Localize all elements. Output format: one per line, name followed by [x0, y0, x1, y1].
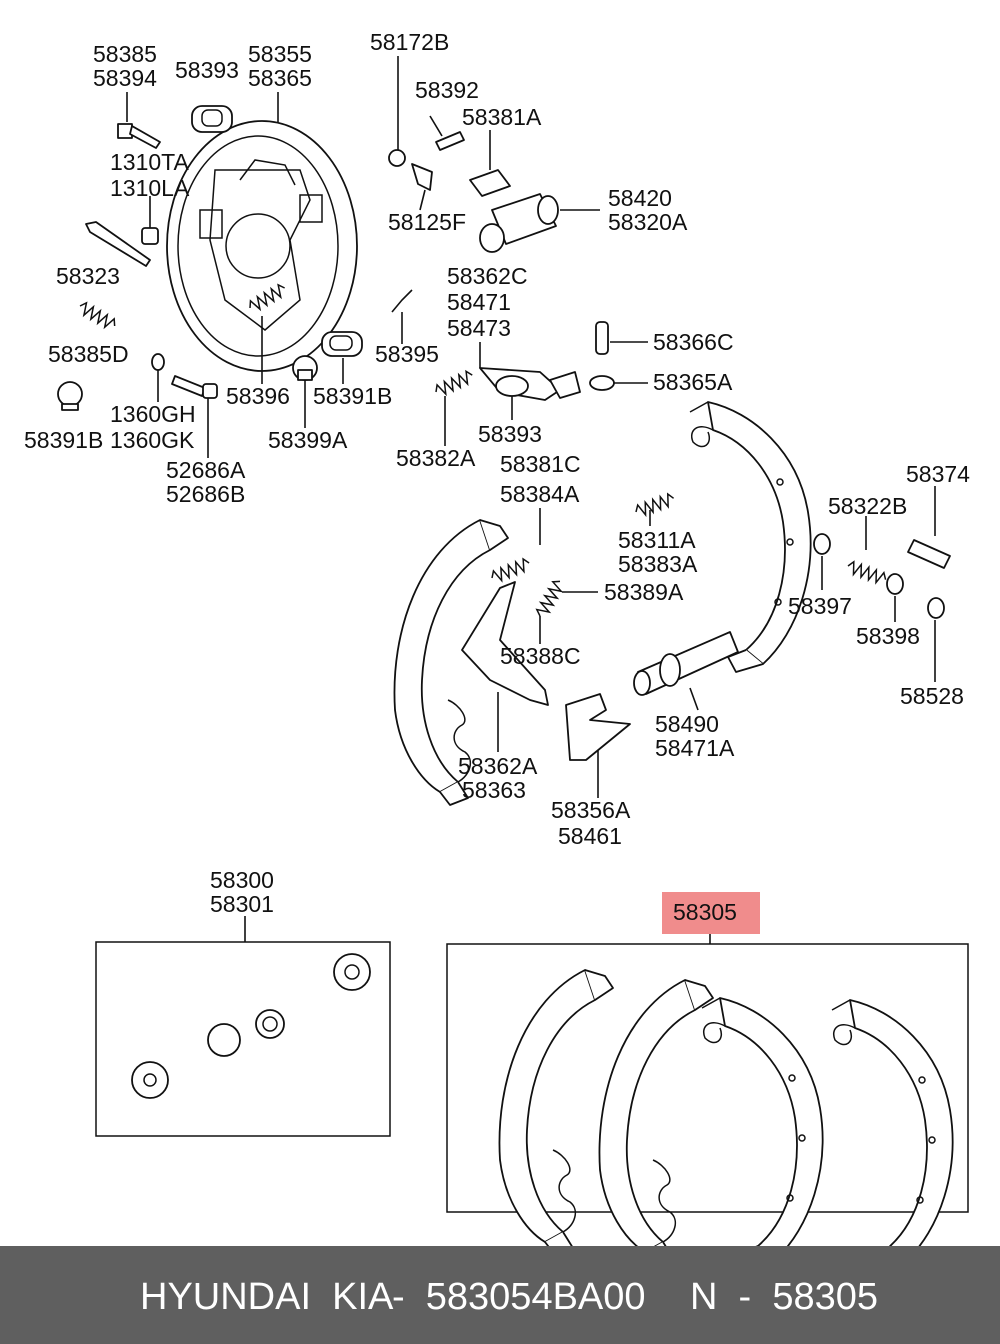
- label-58391b-right: 58391B: [313, 383, 392, 409]
- spring-58322b: [845, 559, 889, 587]
- plate-58356a: [565, 693, 631, 761]
- label-58383a: 58383A: [618, 551, 698, 577]
- bleeder-58125f: [411, 163, 433, 191]
- spring-58389a: [534, 577, 566, 620]
- label-58397: 58397: [788, 593, 852, 619]
- nut-1310: [141, 227, 159, 245]
- bolt-58385: [117, 123, 161, 149]
- ring-58398: [886, 573, 904, 595]
- pin-58366c: [595, 321, 609, 355]
- footer-part-number: - 583054BA00: [392, 1276, 646, 1318]
- label-1310la: 1310LA: [110, 175, 190, 201]
- label-1360gh: 1360GH: [110, 401, 196, 427]
- label-58366c: 58366C: [653, 329, 734, 355]
- label-58322b: 58322B: [828, 493, 907, 519]
- label-58528: 58528: [900, 683, 964, 709]
- label-1360gk: 1360GK: [110, 427, 195, 453]
- label-58320a: 58320A: [608, 209, 688, 235]
- kit-shoe-1: [498, 969, 614, 1246]
- label-58382a: 58382A: [396, 445, 476, 471]
- lever-58393: [479, 367, 581, 401]
- washer-58528: [927, 597, 945, 619]
- bolt-52686: [171, 375, 218, 399]
- label-58395: 58395: [375, 341, 439, 367]
- pad-58392: [435, 131, 465, 151]
- spring-58382a: [432, 368, 476, 399]
- bolt-58323: [85, 221, 151, 267]
- ring-58397: [813, 533, 831, 555]
- pin-58374: [907, 539, 951, 569]
- label-58381c: 58381C: [500, 451, 581, 477]
- footer-ref: N - 58305: [690, 1276, 878, 1318]
- label-52686a: 52686A: [166, 457, 246, 483]
- label-58490: 58490: [655, 711, 719, 737]
- label-58398: 58398: [856, 623, 920, 649]
- spring-58385d: [76, 300, 119, 332]
- label-58363: 58363: [462, 777, 526, 803]
- label-58385d: 58385D: [48, 341, 129, 367]
- label-58399a: 58399A: [268, 427, 348, 453]
- kit-shoe-2: [598, 979, 714, 1246]
- label-58323: 58323: [56, 263, 120, 289]
- label-58374: 58374: [906, 461, 970, 487]
- kit-box-58300: [95, 941, 391, 1137]
- lever-58362a: [461, 581, 549, 706]
- label-58362c: 58362C: [447, 263, 528, 289]
- label-58381a: 58381A: [462, 104, 542, 130]
- label-58300: 58300: [210, 867, 274, 893]
- label-58473: 58473: [447, 315, 511, 341]
- backing-plate: [166, 120, 358, 372]
- label-58391b-left: 58391B: [24, 427, 103, 453]
- adjuster-58490: [633, 631, 739, 696]
- washer-1360: [151, 353, 165, 371]
- wheel-cylinder-58420: [479, 193, 559, 253]
- label-1310ta: 1310TA: [110, 149, 190, 175]
- label-58471: 58471: [447, 289, 511, 315]
- bleeder-58172b: [388, 149, 406, 167]
- cylinder-kit-parts: [131, 953, 371, 1099]
- cap-58391b-right: [321, 331, 363, 357]
- label-58365: 58365: [248, 65, 312, 91]
- label-58471a: 58471A: [655, 735, 735, 761]
- clip-58395: [391, 289, 413, 313]
- plate-58381a: [469, 169, 511, 197]
- cap-58391b-left: [57, 381, 83, 411]
- label-58461: 58461: [558, 823, 622, 849]
- washer-58365a: [589, 375, 615, 391]
- label-58385: 58385: [93, 41, 157, 67]
- highlight-58305: [662, 892, 760, 934]
- label-52686b: 52686B: [166, 481, 245, 507]
- spring-58311a: [633, 491, 677, 519]
- footer-brand: HYUNDAI KIA: [140, 1276, 394, 1318]
- grommet-58393: [191, 105, 233, 133]
- exploded-parts-diagram: 58385 58394 58393 58355 58365 58172B 583…: [24, 29, 970, 1246]
- label-58392: 58392: [415, 77, 479, 103]
- footer-bar: HYUNDAI KIA - 583054BA00 N - 58305: [0, 1246, 1000, 1344]
- label-58301: 58301: [210, 891, 274, 917]
- label-58356a: 58356A: [551, 797, 631, 823]
- cup-58399a: [292, 355, 318, 381]
- label-58355: 58355: [248, 41, 312, 67]
- label-58384a: 58384A: [500, 481, 580, 507]
- spring-58384a: [489, 556, 533, 585]
- label-58396: 58396: [226, 383, 290, 409]
- leader-lines: [126, 56, 936, 944]
- kit-shoe-4: [831, 999, 954, 1246]
- brake-shoe-secondary: [689, 401, 812, 673]
- label-58365a: 58365A: [653, 369, 733, 395]
- label-58362a: 58362A: [458, 753, 538, 779]
- label-58393-top: 58393: [175, 57, 239, 83]
- label-58311a: 58311A: [618, 527, 696, 553]
- label-58305: 58305: [673, 899, 737, 925]
- label-58172b: 58172B: [370, 29, 449, 55]
- label-58394: 58394: [93, 65, 157, 91]
- part-labels: 58385 58394 58393 58355 58365 58172B 583…: [24, 29, 970, 925]
- label-58388c: 58388C: [500, 643, 581, 669]
- label-58389a: 58389A: [604, 579, 684, 605]
- label-58393-mid: 58393: [478, 421, 542, 447]
- kit-box-58305: [446, 943, 969, 1213]
- kit-shoe-3: [701, 997, 824, 1246]
- label-58420: 58420: [608, 185, 672, 211]
- label-58125f: 58125F: [388, 209, 466, 235]
